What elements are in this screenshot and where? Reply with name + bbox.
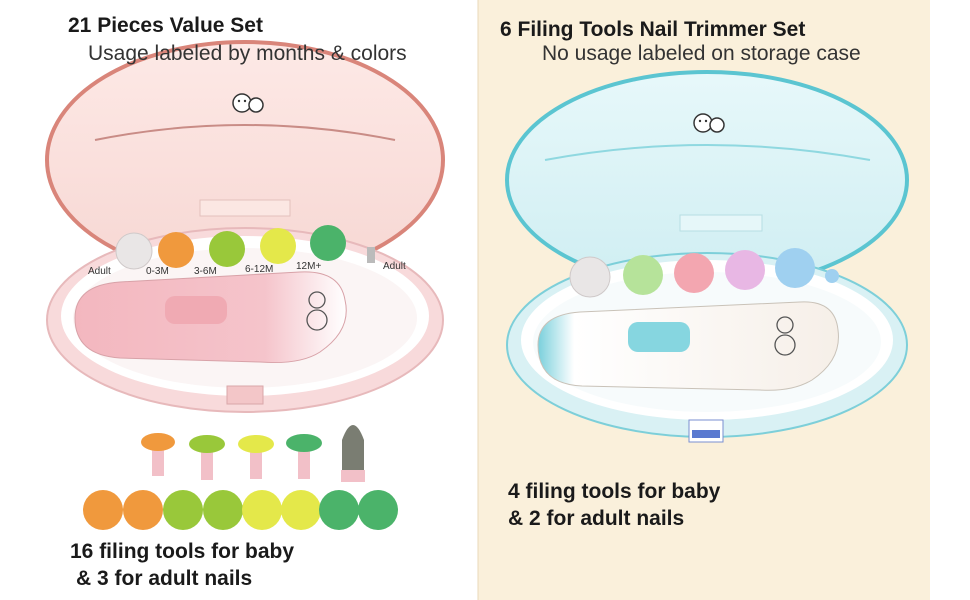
right-bear-logo-icon bbox=[693, 113, 725, 133]
case-label-adult-right: Adult bbox=[383, 261, 406, 272]
left-case-filing-heads bbox=[115, 225, 375, 270]
left-filing-pads bbox=[83, 490, 398, 530]
right-nail-trimmer bbox=[537, 301, 839, 391]
right-storage-case bbox=[505, 70, 909, 443]
left-attachment-heads bbox=[141, 425, 365, 482]
left-title: 21 Pieces Value Set bbox=[68, 14, 263, 37]
right-title: 6 Filing Tools Nail Trimmer Set bbox=[500, 18, 806, 41]
left-caption-line-1: 16 filing tools for baby bbox=[70, 540, 295, 563]
right-margin bbox=[930, 0, 970, 600]
case-label-6-12m: 6-12M bbox=[245, 264, 273, 275]
case-label-0-3m: 0-3M bbox=[146, 266, 169, 277]
case-label-12m-plus: 12M+ bbox=[296, 261, 321, 272]
right-caption-line-2: & 2 for adult nails bbox=[508, 507, 685, 530]
case-label-3-6m: 3-6M bbox=[194, 266, 217, 277]
case-label-adult-left: Adult bbox=[88, 266, 111, 277]
left-caption: 16 filing tools for baby & 3 for adult n… bbox=[70, 538, 294, 592]
left-storage-case: Adult 0-3M 3-6M 6-12M 12M+ Adult bbox=[45, 40, 445, 413]
left-bear-logo-icon bbox=[232, 93, 264, 113]
left-subtitle: Usage labeled by months & colors bbox=[88, 42, 407, 65]
right-case-filing-heads bbox=[569, 248, 839, 298]
left-nail-trimmer bbox=[74, 271, 347, 363]
left-caption-line-2: & 3 for adult nails bbox=[76, 567, 253, 590]
right-subtitle: No usage labeled on storage case bbox=[542, 42, 861, 65]
right-caption-line-1: 4 filing tools for baby bbox=[508, 480, 721, 503]
right-caption: 4 filing tools for baby & 2 for adult na… bbox=[508, 478, 720, 532]
